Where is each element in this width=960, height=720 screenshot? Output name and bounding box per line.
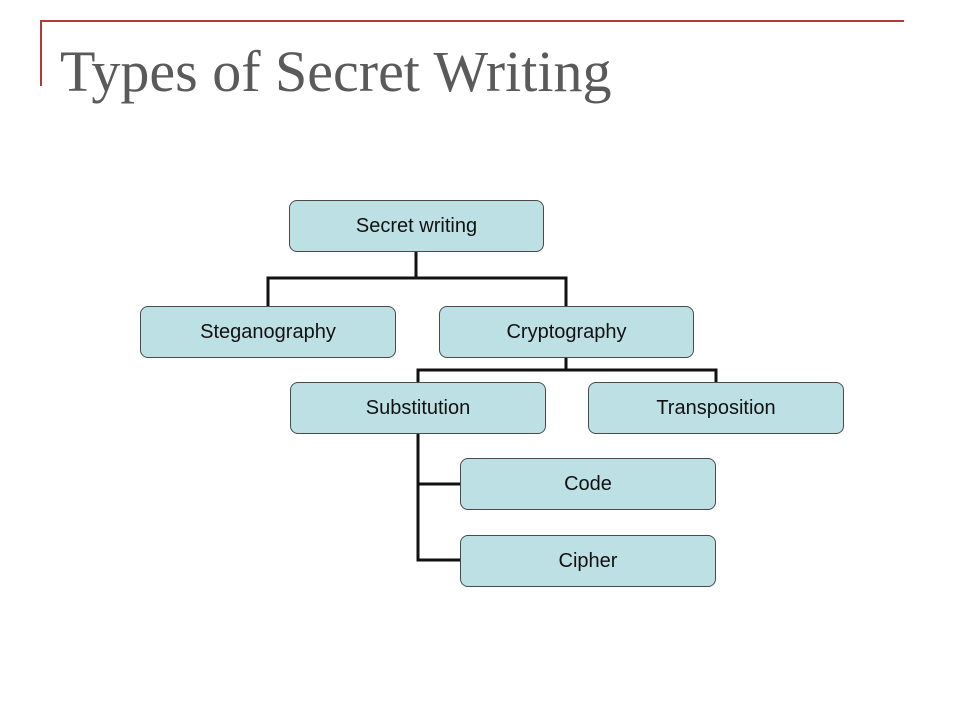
node-substitution-label: Substitution [365,396,471,419]
connector-substitution-children [416,433,461,562]
title-accent-horizontal-line [40,20,904,22]
node-code-label: Code [564,472,612,495]
node-secret-writing: Secret writing [289,200,544,252]
node-cipher-label: Cipher [558,549,618,572]
node-code: Code [460,458,716,510]
connector-cryptography-children [416,357,718,383]
node-cryptography: Cryptography [439,306,694,358]
node-secret-writing-label: Secret writing [355,214,478,237]
connector-secret-writing-children [266,252,568,306]
node-transposition-label: Transposition [656,396,776,419]
node-steganography-label: Steganography [200,320,336,343]
node-transposition: Transposition [588,382,844,434]
node-substitution: Substitution [290,382,546,434]
title-accent-vertical-line [40,20,42,86]
slide-title: Types of Secret Writing [60,39,612,104]
node-steganography: Steganography [140,306,396,358]
node-cryptography-label: Cryptography [506,320,627,343]
node-cipher: Cipher [460,535,716,587]
